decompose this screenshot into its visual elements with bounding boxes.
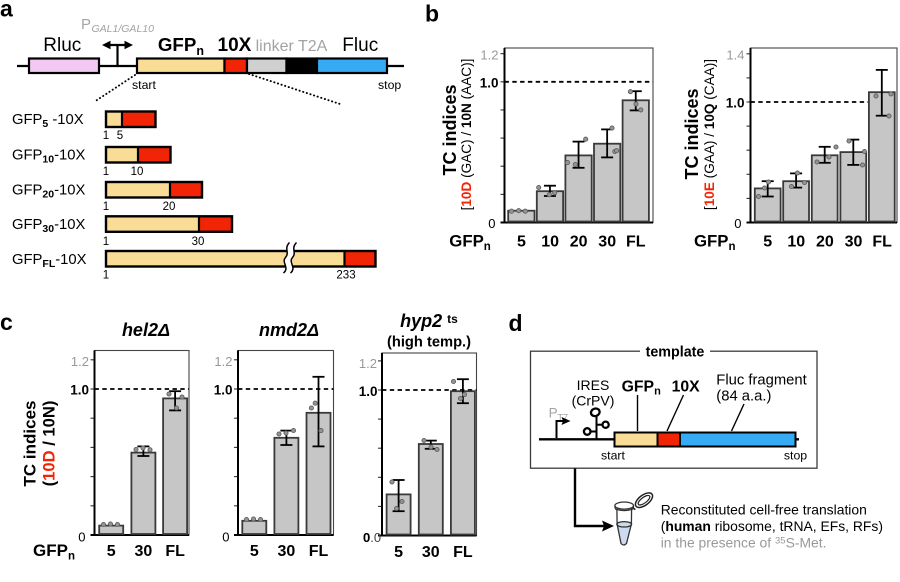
svg-text:FL: FL: [309, 543, 329, 560]
svg-text:FL: FL: [165, 543, 185, 560]
svg-text:GFP20-10X: GFP20-10X: [12, 183, 85, 201]
svg-text:5: 5: [394, 544, 403, 561]
svg-text:P: P: [549, 406, 558, 421]
svg-text:0: 0: [488, 216, 495, 231]
svg-text:GFPn: GFPn: [449, 232, 491, 254]
svg-text:0: 0: [78, 529, 85, 544]
svg-text:GAL1/GAL10: GAL1/GAL10: [92, 23, 155, 35]
svg-text:20: 20: [163, 201, 176, 213]
svg-text:TC indices: TC indices: [440, 84, 460, 175]
svg-text:10: 10: [787, 234, 805, 251]
svg-text:1.2: 1.2: [480, 48, 498, 63]
svg-text:1.0: 1.0: [359, 384, 378, 399]
svg-text:FL: FL: [872, 234, 892, 251]
svg-text:5: 5: [763, 234, 772, 251]
svg-text:1: 1: [103, 166, 109, 178]
svg-text:1.0: 1.0: [726, 95, 745, 110]
svg-text:hyp2 ts: hyp2 ts: [400, 311, 458, 331]
svg-text:5: 5: [117, 130, 123, 142]
svg-text:5: 5: [517, 234, 526, 251]
svg-text:TC indices: TC indices: [682, 88, 702, 179]
svg-text:GFPn: GFPn: [158, 34, 204, 58]
svg-text:10: 10: [131, 166, 144, 178]
svg-text:30: 30: [422, 544, 440, 561]
svg-text:(10D / 10N): (10D / 10N): [40, 401, 59, 487]
svg-text:hel2Δ: hel2Δ: [122, 320, 170, 340]
svg-text:10X: 10X: [672, 379, 701, 396]
svg-text:GFP5 -10X: GFP5 -10X: [12, 112, 84, 130]
svg-text:20: 20: [816, 234, 834, 251]
svg-text:Reconstituted cell-free transl: Reconstituted cell-free translation: [661, 502, 867, 518]
svg-text:start: start: [132, 78, 156, 92]
svg-text:1.0: 1.0: [70, 382, 89, 397]
svg-text:30: 30: [135, 543, 153, 560]
svg-text:1: 1: [103, 130, 109, 142]
svg-text:linker T2A: linker T2A: [256, 38, 328, 55]
svg-text:1.0: 1.0: [214, 382, 233, 397]
svg-text:Rluc: Rluc: [43, 35, 81, 56]
svg-text:5: 5: [107, 543, 116, 560]
svg-text:start: start: [601, 449, 625, 463]
svg-text:a: a: [0, 0, 13, 22]
svg-text:Fluc fragment: Fluc fragment: [716, 373, 806, 389]
svg-text:30: 30: [192, 236, 205, 248]
svg-text:5: 5: [250, 543, 259, 560]
svg-text:GFPFL-10X: GFPFL-10X: [12, 252, 87, 270]
svg-text:[10D (GAC) / 10N (AAC)]: [10D (GAC) / 10N (AAC)]: [459, 59, 474, 211]
svg-text:1.0: 1.0: [480, 75, 499, 90]
svg-text:d: d: [509, 310, 523, 336]
svg-text:GFPn: GFPn: [33, 541, 75, 563]
svg-text:0.0: 0.0: [363, 530, 381, 545]
svg-text:P: P: [81, 16, 91, 33]
svg-text:GFP10-10X: GFP10-10X: [12, 148, 85, 166]
svg-text:IRES: IRES: [577, 377, 610, 393]
svg-text:30: 30: [598, 234, 616, 251]
svg-text:20: 20: [570, 234, 588, 251]
svg-text:(CrPV): (CrPV): [572, 393, 615, 409]
svg-text:GFP30-10X: GFP30-10X: [12, 217, 85, 235]
svg-text:233: 233: [336, 270, 355, 282]
svg-text:stop: stop: [784, 449, 807, 463]
svg-text:1.2: 1.2: [71, 354, 89, 369]
svg-text:GFPn: GFPn: [622, 379, 661, 398]
svg-text:30: 30: [278, 543, 296, 560]
svg-text:FL: FL: [453, 544, 473, 561]
svg-text:1: 1: [103, 201, 109, 213]
svg-text:(84 a.a.): (84 a.a.): [716, 389, 771, 405]
svg-text:FL: FL: [626, 234, 646, 251]
svg-text:1: 1: [103, 236, 109, 248]
svg-text:0: 0: [363, 530, 370, 545]
svg-text:1: 1: [103, 270, 109, 282]
svg-text:GFPn: GFPn: [694, 232, 736, 254]
svg-text:1.2: 1.2: [214, 354, 232, 369]
svg-text:(high temp.): (high temp.): [387, 335, 471, 351]
svg-text:TC indices: TC indices: [21, 401, 40, 487]
svg-text:10: 10: [541, 234, 559, 251]
svg-text:30: 30: [845, 234, 863, 251]
svg-text:template: template: [646, 345, 705, 361]
svg-text:10X: 10X: [218, 35, 252, 56]
svg-text:T7: T7: [558, 413, 569, 423]
svg-text:in the presence of 35S-Met.: in the presence of 35S-Met.: [661, 535, 827, 551]
svg-text:[10E (GAA) / 10Q (CAA)]: [10E (GAA) / 10Q (CAA)]: [702, 59, 717, 210]
svg-text:c: c: [0, 309, 13, 335]
svg-text:1.4: 1.4: [726, 48, 744, 63]
svg-text:(human ribosome, tRNA, EFs, RF: (human ribosome, tRNA, EFs, RFs): [661, 518, 883, 534]
svg-text:b: b: [425, 0, 439, 26]
svg-text:0: 0: [222, 529, 229, 544]
svg-text:stop: stop: [378, 78, 401, 92]
svg-text:0: 0: [734, 216, 741, 231]
svg-text:nmd2Δ: nmd2Δ: [259, 320, 319, 340]
svg-text:Fluc: Fluc: [342, 35, 378, 56]
svg-text:1.2: 1.2: [359, 356, 377, 371]
